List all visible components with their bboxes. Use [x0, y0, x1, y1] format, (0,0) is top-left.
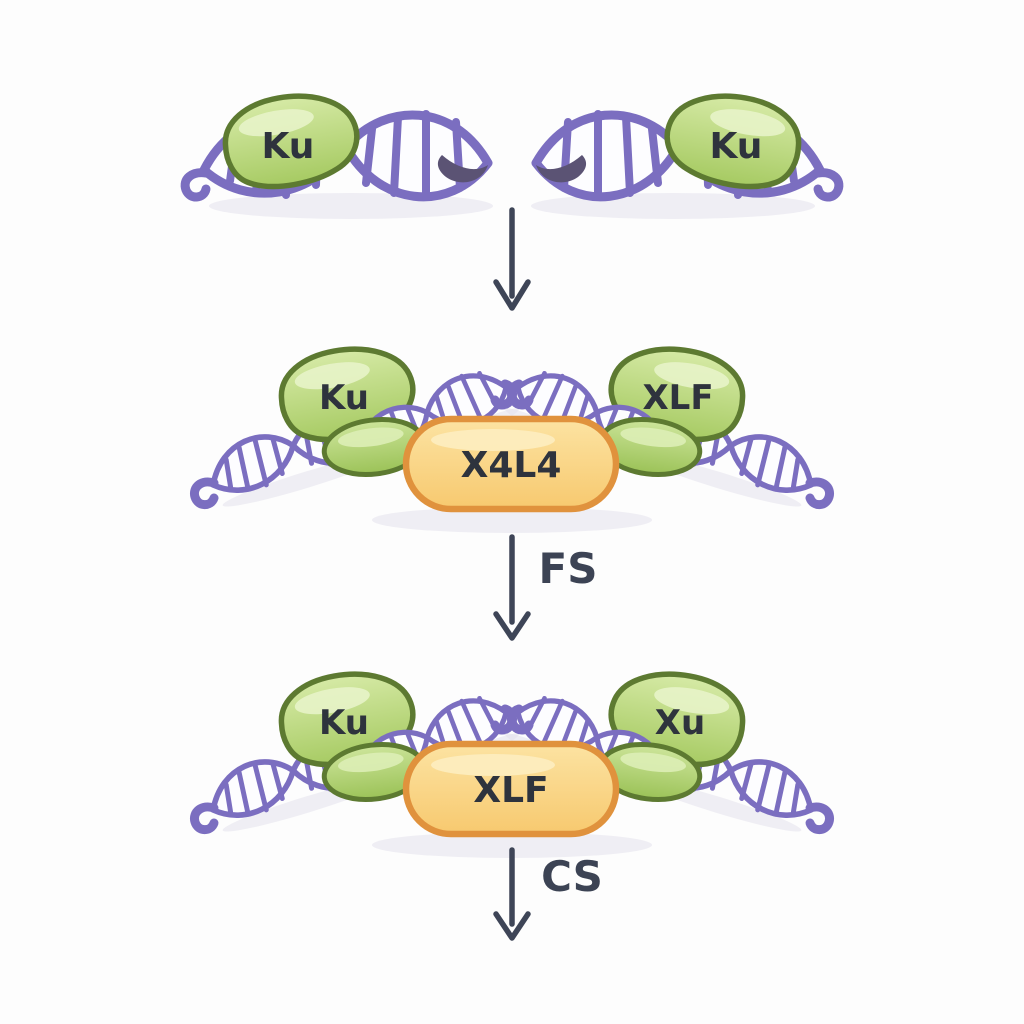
down-arrow-icon-1: [493, 207, 531, 311]
arrow-3-head: [493, 911, 531, 941]
arrow-2-head: [493, 611, 531, 641]
cs-step-label: CS: [541, 852, 603, 901]
ku-label-top-right: Ku: [710, 126, 763, 167]
stage-free-dna-ku: Ku Ku: [185, 86, 839, 219]
down-arrow-icon-3: CS: [493, 847, 603, 941]
dna-helix-ku-left: [185, 86, 493, 219]
stage-long-range-complex: Ku X4L4 XLF: [194, 339, 829, 533]
down-arrow-icon-2: FS: [493, 534, 598, 641]
dna-helix-ku-right: [531, 86, 839, 219]
xlf-label-mid-right: XLF: [642, 378, 713, 418]
xu-label-bottom-right: Xu: [655, 703, 705, 743]
ku-label-bottom-left: Ku: [319, 703, 369, 743]
fs-step-label: FS: [539, 544, 598, 593]
arrow-1-head: [493, 279, 531, 311]
ku-label-mid-left: Ku: [319, 378, 369, 418]
synaptic-complex-xlf: [194, 664, 829, 858]
synaptic-complex-x4l4: [194, 339, 829, 533]
stage-short-range-complex: Ku XLF Xu: [194, 664, 829, 858]
ku-label-top-left: Ku: [262, 126, 315, 167]
x4l4-pill-label: X4L4: [461, 445, 562, 486]
xlf-pill-label: XLF: [473, 770, 548, 811]
